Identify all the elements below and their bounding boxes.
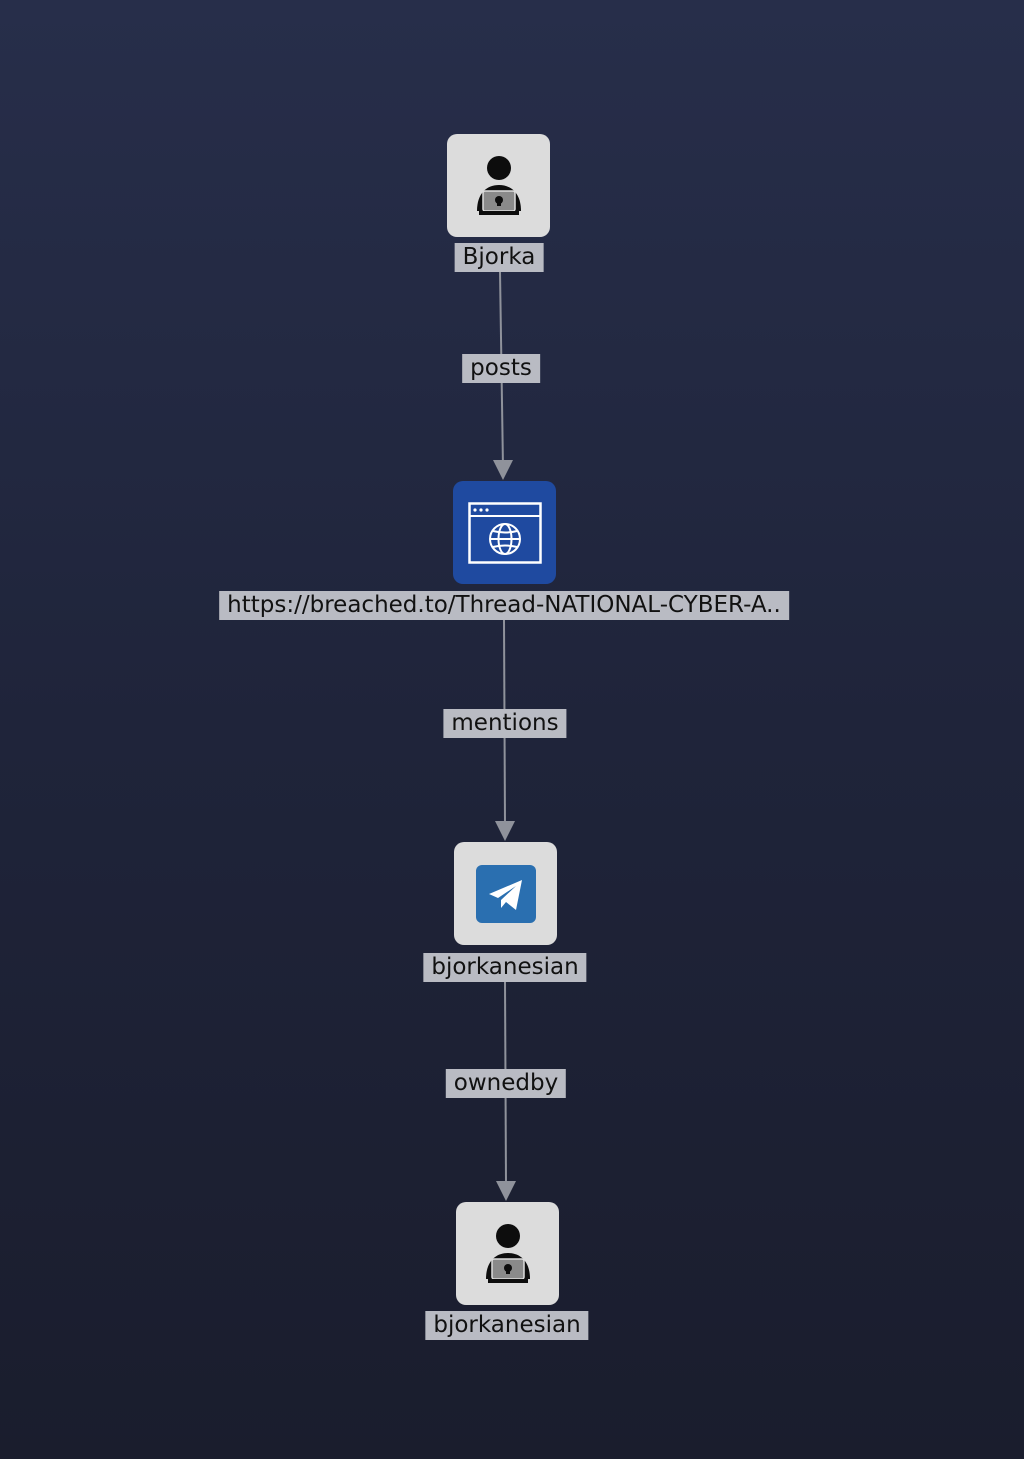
edge-posts-arrowhead xyxy=(493,460,513,480)
edge-mentions-arrowhead xyxy=(495,821,515,841)
node-telegram-bjorkanesian[interactable] xyxy=(454,842,557,945)
edge-label-posts: posts xyxy=(462,354,540,383)
node-label-url: https://breached.to/Thread-NATIONAL-CYBE… xyxy=(219,591,789,620)
node-url[interactable] xyxy=(453,481,556,584)
edge-ownedby-arrowhead xyxy=(496,1181,516,1201)
node-person-bjorkanesian[interactable] xyxy=(456,1202,559,1305)
node-label-telegram-bjorkanesian: bjorkanesian xyxy=(423,953,587,982)
node-label-person-bjorkanesian: bjorkanesian xyxy=(425,1311,589,1340)
edge-label-mentions: mentions xyxy=(443,709,567,738)
edge-label-ownedby: ownedby xyxy=(445,1069,567,1098)
hacker-icon xyxy=(476,155,521,215)
telegram-icon xyxy=(475,864,536,923)
node-bjorka[interactable] xyxy=(447,134,550,237)
node-label-bjorka: Bjorka xyxy=(454,243,544,272)
browser-globe-icon xyxy=(467,501,542,564)
hacker-icon xyxy=(485,1223,530,1283)
